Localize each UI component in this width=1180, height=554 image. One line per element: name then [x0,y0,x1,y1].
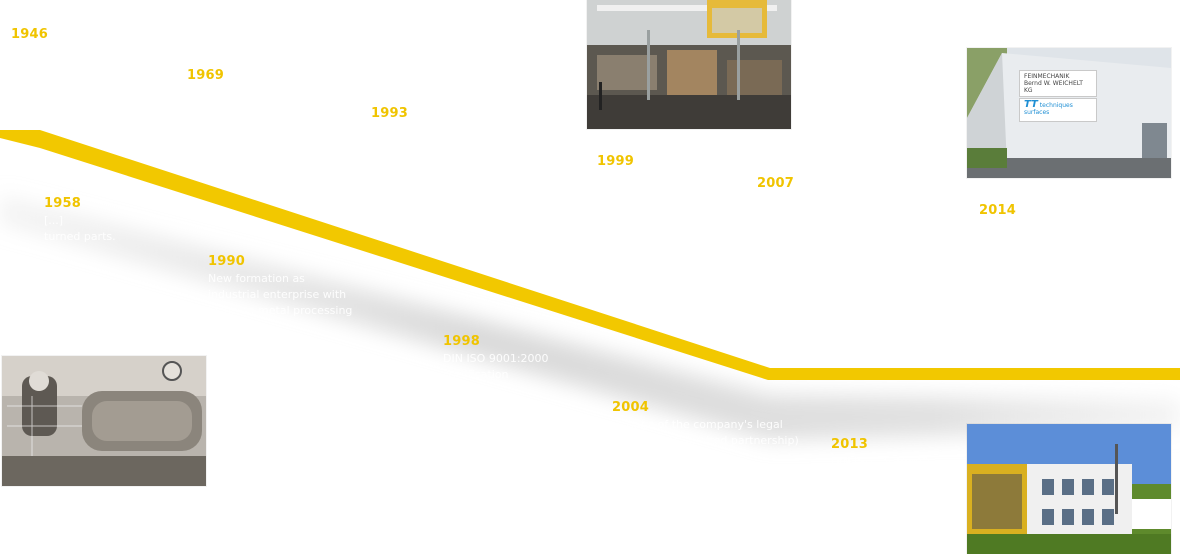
event-2013-text: DIN ISO TS 16949 [...] [831,455,930,484]
year-1946: 1946 [11,27,48,42]
building-2014-photo: FEINMECHANIK Bernd W. WEICHELT KG TT tec… [967,48,1171,178]
year-1993: 1993 [371,106,408,121]
timeline-shadow [0,195,1180,440]
event-1990-text: New formation as industrial enterprise w… [208,272,353,317]
event-1998-text: DIN ISO 9001:2000 certification [443,352,549,381]
event-2004-text: Change of the company's legal form to a … [612,418,799,463]
sign-line-1: FEINMECHANIK [1024,73,1070,80]
year-1999: 1999 [597,154,634,169]
year-2014: 2014 [979,203,1016,218]
year-1998: 1998 [443,334,480,349]
tt-logo: TT [1024,99,1038,110]
year-2013: 2013 [831,437,868,452]
year-1990: 1990 [208,254,245,269]
year-1958: 1958 [44,196,81,211]
historic-machine-photo [2,356,206,486]
company-sign: FEINMECHANIK Bernd W. WEICHELT KG [1019,70,1097,97]
year-1969: 1969 [187,68,224,83]
office-building-photo [967,424,1171,554]
year-2007: 2007 [757,176,794,191]
year-2004: 2004 [612,400,649,415]
sign-line-4: techniques surfaces [1024,102,1073,116]
techniques-surfaces-sign: TT techniques surfaces [1019,98,1097,122]
sign-line-2: Bernd W. WEICHELT KG [1024,80,1083,94]
event-1958-text: [...] turned parts. [44,214,116,243]
factory-hall-photo [587,0,791,129]
